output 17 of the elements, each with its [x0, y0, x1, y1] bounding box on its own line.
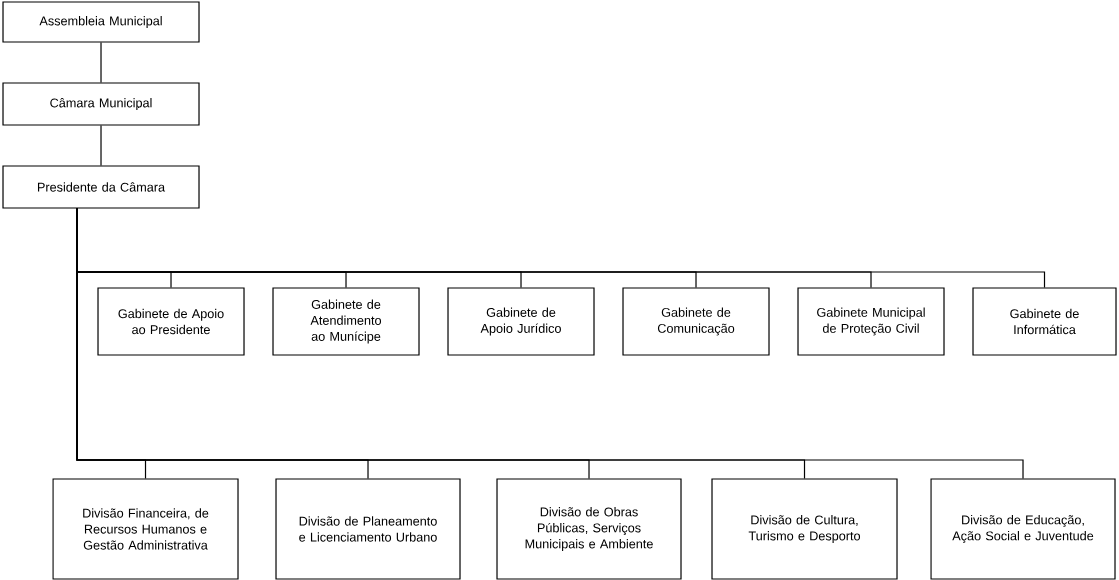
- org-box: Divisão de Educação, Ação Social e Juventude: [930, 478, 1116, 580]
- org-box: Gabinete de Comunicação: [622, 287, 770, 356]
- connector-line: [100, 125, 102, 166]
- org-box: Gabinete de Apoio ao Presidente: [97, 287, 245, 356]
- org-box: Divisão de Cultura, Turismo e Desporto: [711, 478, 898, 580]
- org-box: Divisão Financeira, de Recursos Humanos e Gestão Administrativa: [52, 478, 239, 580]
- org-box: Gabinete de Apoio Jurídico: [447, 287, 595, 356]
- org-box: Gabinete de Informática: [972, 287, 1117, 356]
- org-box: Gabinete Municipal de Proteção Civil: [797, 287, 945, 356]
- connector-line: [76, 208, 1024, 479]
- org-box: Presidente da Câmara: [2, 165, 200, 209]
- org-box: Gabinete de Atendimento ao Munícipe: [272, 287, 420, 356]
- org-box: Divisão de Planeamento e Licenciamento Urbano: [275, 478, 461, 580]
- connector-line: [100, 42, 102, 83]
- org-box: Assembleia Municipal: [2, 1, 200, 43]
- org-box: Câmara Municipal: [2, 82, 200, 126]
- org-box: Divisão de Obras Públicas, Serviços Municipais e Ambiente: [496, 478, 682, 580]
